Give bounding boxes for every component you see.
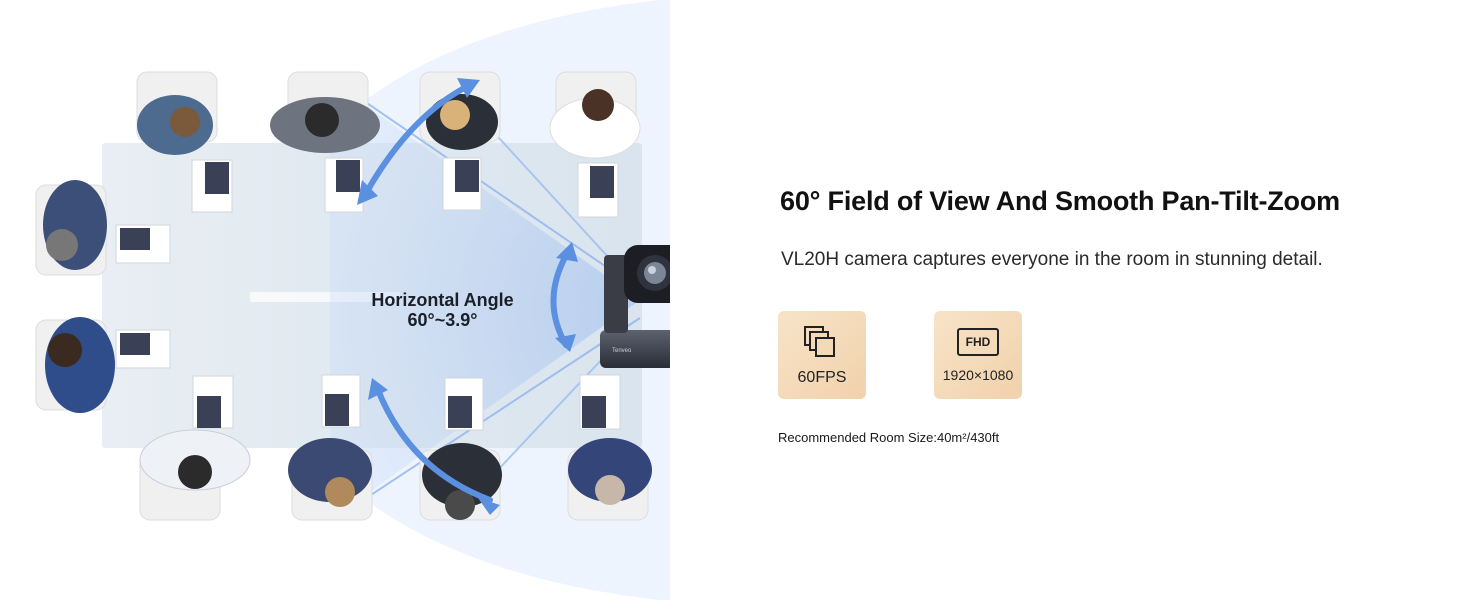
feature-headline: 60° Field of View And Smooth Pan-Tilt-Zo… <box>780 186 1340 216</box>
tablets <box>120 160 614 428</box>
resolution-label: 1920×1080 <box>942 367 1014 383</box>
pan-arrow-top <box>362 82 473 198</box>
arrow-heads <box>357 78 578 515</box>
fps-label: 60FPS <box>797 369 847 386</box>
conference-room-illustration: Tenveo Horizontal Angle 60°~3.9° <box>0 0 670 600</box>
ptz-camera: Tenveo <box>600 245 670 368</box>
angle-label-title: Horizontal Angle <box>371 290 514 310</box>
attendee-left-2 <box>35 317 115 413</box>
pan-arrows <box>362 82 571 503</box>
camera-brand-text: Tenveo <box>612 348 632 354</box>
attendee-top-1 <box>136 71 218 155</box>
attendee-bottom-1 <box>139 429 251 521</box>
layers-icon <box>804 326 835 357</box>
attendee-top-3 <box>419 71 501 150</box>
horizontal-angle-label: Horizontal Angle 60°~3.9° <box>355 290 530 330</box>
fps-badge: 60FPS <box>778 311 866 399</box>
field-of-view-wedge <box>330 80 640 520</box>
attendee-top-4 <box>549 71 641 159</box>
feature-description: VL20H camera captures everyone in the ro… <box>781 249 1323 270</box>
resolution-badge: FHD 1920×1080 <box>934 311 1022 399</box>
attendee-top-2 <box>270 71 380 153</box>
tilt-arrow <box>550 249 571 348</box>
fov-boundary-top <box>344 87 641 291</box>
attendee-left-1 <box>35 180 107 276</box>
room-diagram: Tenveo <box>35 0 670 600</box>
fhd-icon: FHD <box>957 328 999 356</box>
table-reflection <box>250 292 400 302</box>
recommended-room-size: Recommended Room Size:40m²/430ft <box>778 430 1000 445</box>
fov-boundary-bottom <box>344 317 641 513</box>
pan-arrow-bottom <box>375 387 493 503</box>
angle-label-value: 60°~3.9° <box>407 310 478 330</box>
attendee-bottom-4 <box>567 438 652 521</box>
attendee-bottom-2 <box>288 438 373 521</box>
